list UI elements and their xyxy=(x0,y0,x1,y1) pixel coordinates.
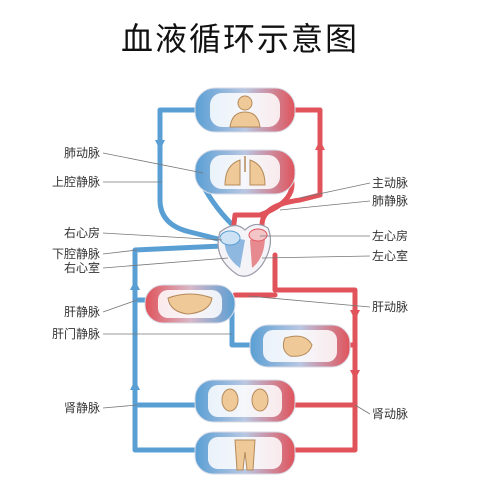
label-hepatic-portal-vein: 肝门静脉 xyxy=(51,327,100,341)
superior-vena-cava-vessel xyxy=(157,107,225,243)
head-icon xyxy=(237,95,253,111)
upper-body-capillary-bed xyxy=(194,87,296,133)
label-pulmonary-artery: 肺动脉 xyxy=(63,146,100,160)
label-right-ventricle: 右心室 xyxy=(63,261,100,275)
left-ventricle-chamber xyxy=(250,236,265,268)
lungs-capillary-bed xyxy=(194,149,296,195)
arrow-up-icon xyxy=(315,140,325,150)
label-pulmonary-vein: 肺静脉 xyxy=(372,194,409,208)
label-renal-artery: 肾动脉 xyxy=(372,407,409,421)
label-right-atrium: 右心房 xyxy=(63,226,100,240)
arrow-down-icon xyxy=(350,370,360,380)
label-hepatic-vein: 肝静脉 xyxy=(63,305,100,319)
arrow-up-icon xyxy=(130,380,140,390)
inferior-vena-cava-vessel xyxy=(132,243,225,453)
torso-icon xyxy=(229,111,261,128)
lower-body-capillary-bed xyxy=(194,431,296,475)
stomach-icon xyxy=(282,335,313,357)
liver-icon xyxy=(167,293,213,315)
descending-aorta-vessel xyxy=(272,252,358,453)
right-atrium-chamber xyxy=(219,230,241,246)
label-left-atrium: 左心房 xyxy=(372,229,409,243)
label-hepatic-artery: 肝动脉 xyxy=(372,300,409,314)
right-lung-icon xyxy=(249,159,266,186)
kidney-capillary-bed xyxy=(194,379,296,423)
left-atrium-chamber xyxy=(248,228,268,242)
label-left-ventricle: 左心室 xyxy=(372,249,409,263)
heart xyxy=(217,223,272,277)
right-kidney-icon xyxy=(251,388,269,412)
left-kidney-icon xyxy=(221,388,239,412)
diagram-title: 血液循环示意图 xyxy=(120,20,359,58)
label-aorta: 主动脉 xyxy=(372,176,409,190)
digestive-capillary-bed xyxy=(249,324,351,368)
left-lung-icon xyxy=(224,159,241,186)
label-superior-vena-cava: 上腔静脉 xyxy=(51,175,100,189)
arrow-up-icon xyxy=(130,280,140,290)
flow-arrows xyxy=(130,140,360,390)
arrow-down-icon xyxy=(350,310,360,320)
label-inferior-vena-cava: 下腔静脉 xyxy=(51,247,100,261)
legs-icon xyxy=(234,439,256,471)
leader-lines xyxy=(102,152,371,415)
liver-capillary-bed xyxy=(144,284,236,324)
arrow-up-icon xyxy=(155,140,165,150)
label-renal-vein: 肾静脉 xyxy=(63,401,100,415)
